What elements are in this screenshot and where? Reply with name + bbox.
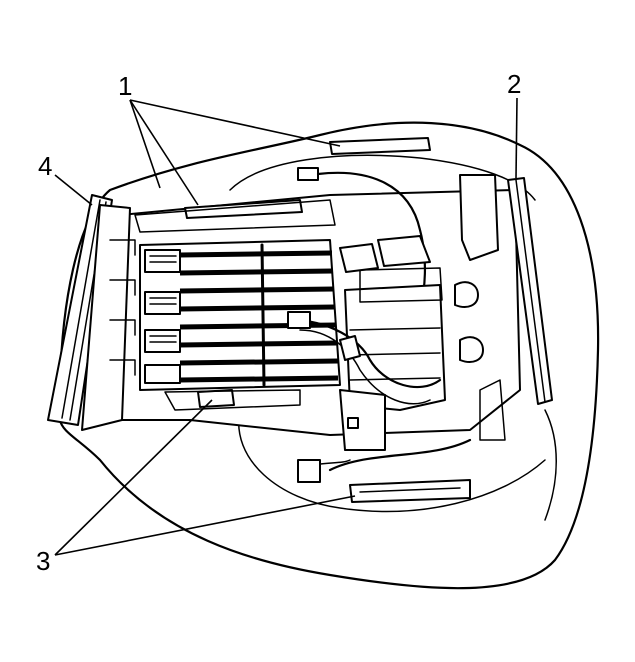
left-rail-flange bbox=[81, 204, 131, 431]
bottom-connector bbox=[297, 459, 321, 483]
mat-connector-blocks bbox=[144, 249, 181, 384]
heater-mat bbox=[139, 239, 341, 391]
right-side-rail-inner bbox=[515, 179, 546, 403]
heater-mat-divider bbox=[260, 243, 266, 387]
seat-cushion-outline bbox=[58, 121, 600, 590]
harness-connector-2 bbox=[377, 235, 431, 267]
harness-connector bbox=[339, 243, 379, 273]
top-connector bbox=[297, 167, 319, 181]
harness-wire-front-2 bbox=[299, 329, 431, 405]
left-brackets bbox=[109, 239, 136, 376]
wire-clip bbox=[339, 335, 361, 361]
front-sensor-pad-right-inner bbox=[359, 487, 461, 493]
lower-bracket bbox=[339, 389, 386, 451]
callout-leaders bbox=[54, 97, 518, 556]
center-module-lip bbox=[359, 267, 443, 303]
callout-label-4: 4 bbox=[38, 151, 52, 181]
left-side-rail-inner bbox=[61, 199, 101, 419]
right-bracket-upper bbox=[459, 174, 499, 261]
upper-sensor-pad bbox=[329, 137, 431, 155]
harness-wire-front bbox=[288, 318, 442, 389]
callout-label-1: 1 bbox=[118, 71, 132, 101]
callout-label-3: 3 bbox=[36, 546, 50, 576]
harness-wire-bottom bbox=[328, 438, 472, 472]
right-knobs bbox=[454, 281, 484, 363]
callout-label-2: 2 bbox=[507, 69, 521, 99]
lower-bracket-hole bbox=[347, 417, 359, 429]
cushion-front-curve bbox=[238, 409, 546, 513]
wire-connector-small bbox=[287, 311, 311, 329]
cushion-side-curve bbox=[544, 409, 557, 521]
front-sensor-pad-left bbox=[197, 389, 235, 408]
module-stripes bbox=[349, 327, 441, 381]
right-bracket-lower bbox=[479, 379, 506, 441]
heater-mat-bars bbox=[179, 250, 339, 383]
rear-bracket bbox=[134, 199, 336, 233]
front-sensor-bracket bbox=[164, 389, 301, 411]
